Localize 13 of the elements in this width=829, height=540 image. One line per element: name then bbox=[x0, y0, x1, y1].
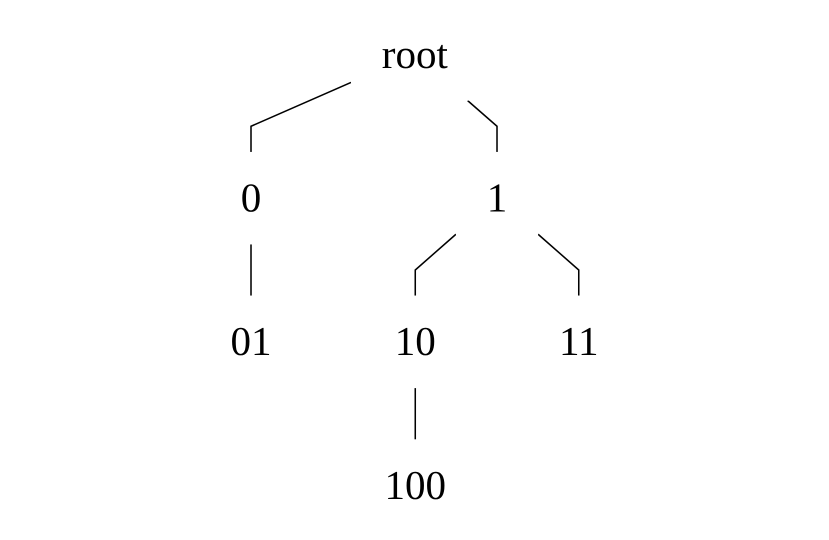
node-text: 0 bbox=[240, 174, 262, 221]
node-text: root bbox=[382, 30, 448, 77]
connector bbox=[414, 388, 416, 440]
connector bbox=[467, 100, 498, 152]
connector bbox=[250, 244, 252, 296]
node-text: 100 bbox=[384, 462, 446, 508]
node-text: 1 bbox=[486, 174, 508, 221]
node-text: 01 bbox=[230, 318, 272, 364]
connector bbox=[414, 234, 456, 296]
node-text: 11 bbox=[558, 318, 599, 364]
connector bbox=[538, 234, 580, 296]
node-text: 10 bbox=[394, 318, 436, 364]
connector bbox=[250, 82, 352, 152]
